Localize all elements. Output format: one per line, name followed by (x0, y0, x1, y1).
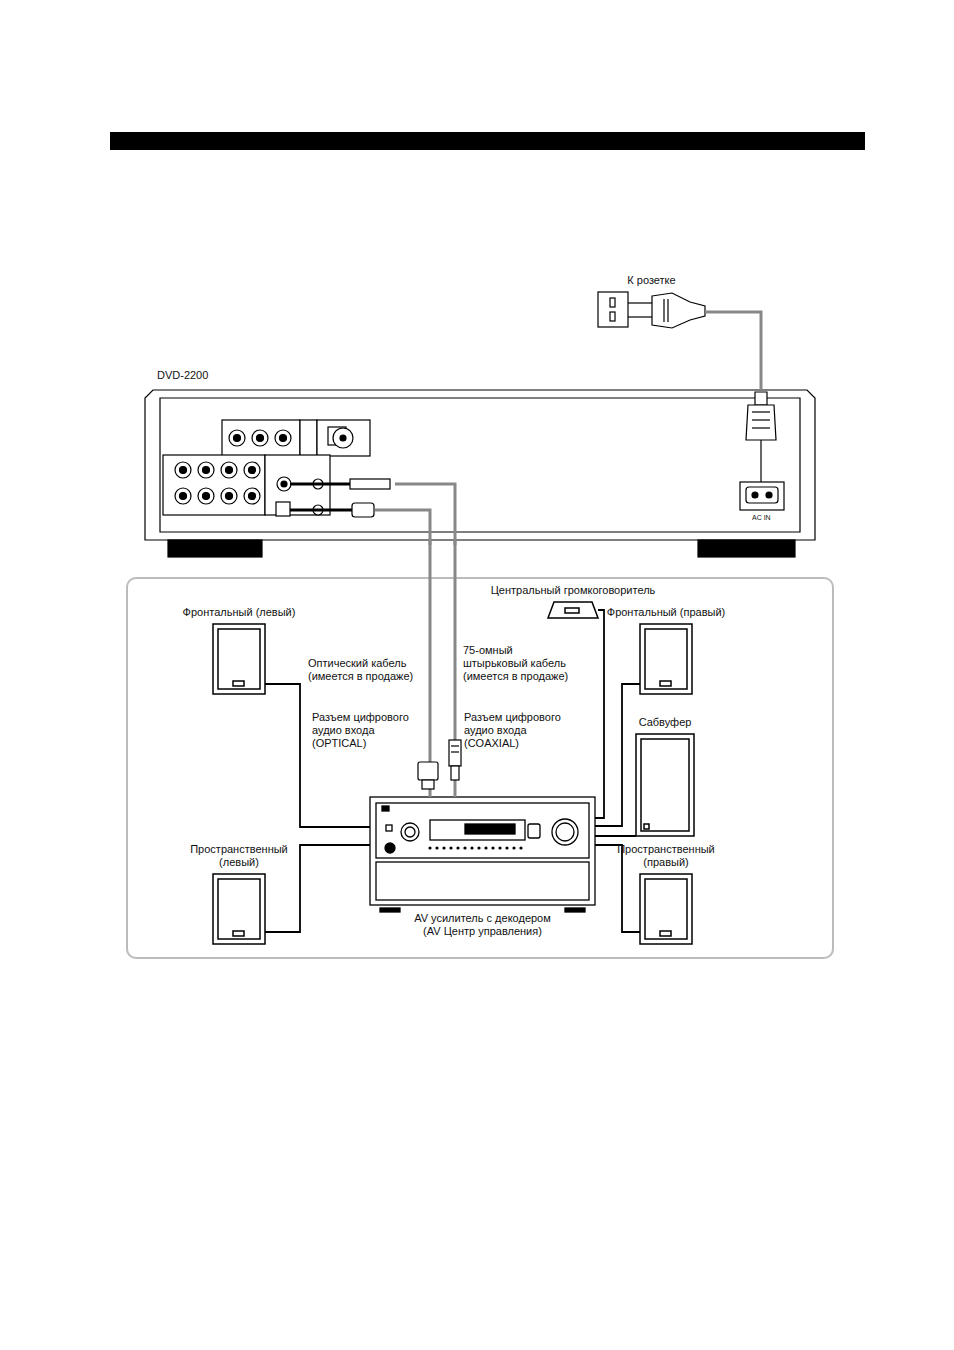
connector-line (595, 835, 636, 837)
annotation: Разъем цифрового аудио входа (COAXIAL) (464, 711, 569, 750)
coaxial-plug (449, 740, 461, 766)
speaker-wire (595, 845, 640, 932)
connector-line (595, 610, 604, 818)
connector-line (265, 684, 370, 827)
wall-outlet (598, 292, 705, 328)
cable-plugs (290, 479, 390, 517)
speaker-wire (595, 684, 640, 826)
node-heading: DVD-2200 (157, 369, 208, 382)
cable-inside (375, 484, 455, 545)
node-heading: AV усилитель с декодером (AV Центр управ… (408, 912, 558, 938)
optical-plug (422, 780, 434, 789)
power-cord (705, 312, 761, 390)
annotation: AC IN (752, 513, 792, 522)
dvd-rear-panel (145, 390, 815, 557)
coaxial-plug (451, 766, 459, 780)
surround-left-speaker: Пространственный (левый) (213, 874, 265, 944)
node-heading: Пространственный (правый) (610, 843, 722, 869)
speaker-region (127, 578, 833, 958)
jack-array (175, 428, 353, 516)
connector-line (705, 312, 761, 390)
dvd-player: DVD-2200 (145, 390, 815, 540)
optical-plug (418, 762, 438, 780)
center-speaker: Центральный громкоговоритель (548, 602, 598, 618)
speaker-wire (265, 684, 370, 827)
node-heading: Фронтальный (правый) (607, 606, 725, 619)
header-bar (110, 132, 865, 150)
amp-buttons (428, 846, 522, 849)
connector-line (595, 684, 640, 826)
subwoofer: Сабвуфер (636, 734, 694, 836)
connector-line (265, 845, 370, 932)
node-heading: К розетке (627, 274, 675, 287)
speaker-wire (595, 610, 604, 818)
cable-label: Оптический кабель (имеется в продаже) (308, 657, 424, 683)
surround-right-speaker: Пространственный (правый) (640, 874, 692, 944)
speaker-wire (265, 845, 370, 932)
node-heading: Фронтальный (левый) (183, 606, 296, 619)
connector-line (595, 845, 640, 932)
front-right-speaker: Фронтальный (правый) (640, 624, 692, 694)
node-heading: Сабвуфер (639, 716, 692, 729)
front-left-speaker: Фронтальный (левый) (213, 624, 265, 694)
annotation: Разъем цифрового аудио входа (OPTICAL) (312, 711, 417, 750)
cable-label: 75-омный штырьковый кабель (имеется в пр… (463, 644, 575, 683)
power-plug (746, 392, 776, 482)
connector-line (429, 540, 432, 797)
node-heading: Пространственный (левый) (183, 843, 295, 869)
speaker-wire (595, 836, 636, 837)
av-amplifier (370, 797, 595, 912)
node-heading: Центральный громкоговоритель (491, 584, 656, 597)
wall-outlet-node: К розетке (598, 292, 705, 328)
av-amplifier-node: AV усилитель с декодером (AV Центр управ… (370, 797, 595, 908)
signal-cable (430, 540, 431, 797)
